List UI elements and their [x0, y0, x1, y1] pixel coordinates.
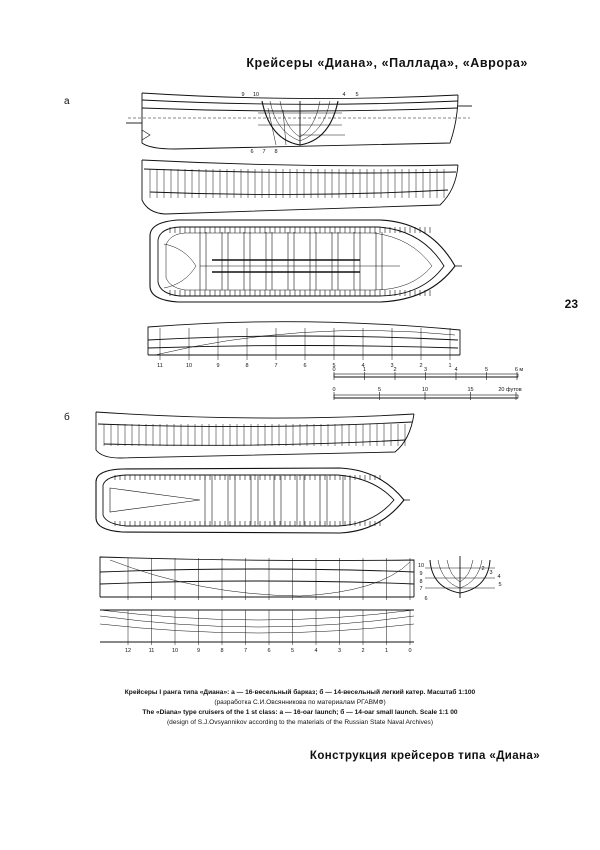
scale-bars: [333, 372, 519, 400]
station-number-b: 3: [338, 648, 341, 654]
section-number-b: 5: [498, 582, 501, 588]
station-number-b: 5: [291, 648, 294, 654]
section-number-a: 8: [274, 149, 277, 155]
figure-label-b: б: [64, 412, 70, 423]
station-number-a: 9: [216, 363, 219, 369]
section-number-a: 4: [342, 92, 345, 98]
scale-meters-tick-label: 4: [454, 367, 457, 373]
launch-a-plan-view: [149, 219, 462, 303]
section-number-a: 9: [241, 92, 244, 98]
station-number-b: 4: [314, 648, 317, 654]
station-number-a: 4: [361, 363, 364, 369]
station-number-b: 11: [149, 648, 155, 654]
station-number-b: 12: [125, 648, 131, 654]
section-number-a: 6: [250, 149, 253, 155]
station-number-b: 9: [197, 648, 200, 654]
section-number-b: 2: [481, 566, 484, 572]
page-number: 23: [564, 297, 578, 311]
scale-feet-tick-label: 15: [467, 387, 473, 393]
station-number-b: 0: [408, 648, 411, 654]
station-number-a: 5: [332, 363, 335, 369]
section-number-b: 7: [419, 586, 422, 592]
launch-b-plan-view: [95, 467, 410, 534]
page-header-title: Крейсеры «Диана», «Паллада», «Аврора»: [246, 56, 528, 70]
scale-meters-tick-label: 3: [424, 367, 427, 373]
scale-meters-tick-label: 6 м: [515, 367, 524, 373]
caption-en-title: The «Diana» type cruisers of the 1 st cl…: [142, 709, 458, 716]
scale-feet-tick-label: 20 футов: [498, 387, 521, 393]
section-number-b: 10: [418, 563, 424, 569]
launch-a-side-profile: [126, 92, 472, 150]
section-number-a: 10: [253, 92, 259, 98]
station-number-b: 1: [385, 648, 388, 654]
section-number-b: 9: [419, 571, 422, 577]
launch-a-lines: [147, 321, 461, 360]
station-number-a: 8: [245, 363, 248, 369]
caption-ru-title: Крейсеры I ранга типа «Диана»: а — 16-ве…: [124, 689, 476, 696]
launch-a-inboard-profile: [141, 159, 459, 215]
station-number-a: 1: [448, 363, 451, 369]
scale-feet-tick-label: 10: [422, 387, 428, 393]
station-number-a: 7: [274, 363, 277, 369]
station-number-b: 2: [361, 648, 364, 654]
scale-meters-tick-label: 2: [393, 367, 396, 373]
figure-label-a: а: [64, 96, 70, 107]
section-number-a: 7: [262, 149, 265, 155]
caption-line-ru: Крейсеры I ранга типа «Диана»: а — 16-ве…: [0, 688, 600, 698]
station-number-a: 11: [157, 363, 163, 369]
scale-feet-tick-label: 5: [378, 387, 381, 393]
section-number-a: 5: [355, 92, 358, 98]
station-number-b: 7: [244, 648, 247, 654]
section-number-b: 3: [489, 570, 492, 576]
caption-line-ru-source: (разработка С.И.Овсянникова по материала…: [214, 699, 386, 706]
station-number-a: 2: [419, 363, 422, 369]
section-number-b: 6: [424, 596, 427, 602]
scale-meters-tick-label: 0: [332, 367, 335, 373]
launch-b-lines: [99, 556, 495, 645]
station-number-b: 6: [267, 648, 270, 654]
section-number-b: 8: [419, 579, 422, 585]
page-footer-title: Конструкция крейсеров типа «Диана»: [309, 750, 540, 762]
station-number-a: 10: [186, 363, 192, 369]
scale-meters-tick-label: 5: [485, 367, 488, 373]
launch-b-inboard-profile: [95, 411, 415, 459]
scale-feet-tick-label: 0: [332, 387, 335, 393]
caption-line-en-source: (design of S.J.Ovsyannikov according to …: [166, 719, 434, 726]
station-number-a: 6: [303, 363, 306, 369]
station-number-b: 8: [220, 648, 223, 654]
section-number-b: 4: [497, 574, 500, 580]
station-number-b: 10: [172, 648, 178, 654]
caption-line-en: The «Diana» type cruisers of the 1 st cl…: [0, 708, 600, 718]
scale-meters-tick-label: 1: [363, 367, 366, 373]
station-number-a: 3: [390, 363, 393, 369]
